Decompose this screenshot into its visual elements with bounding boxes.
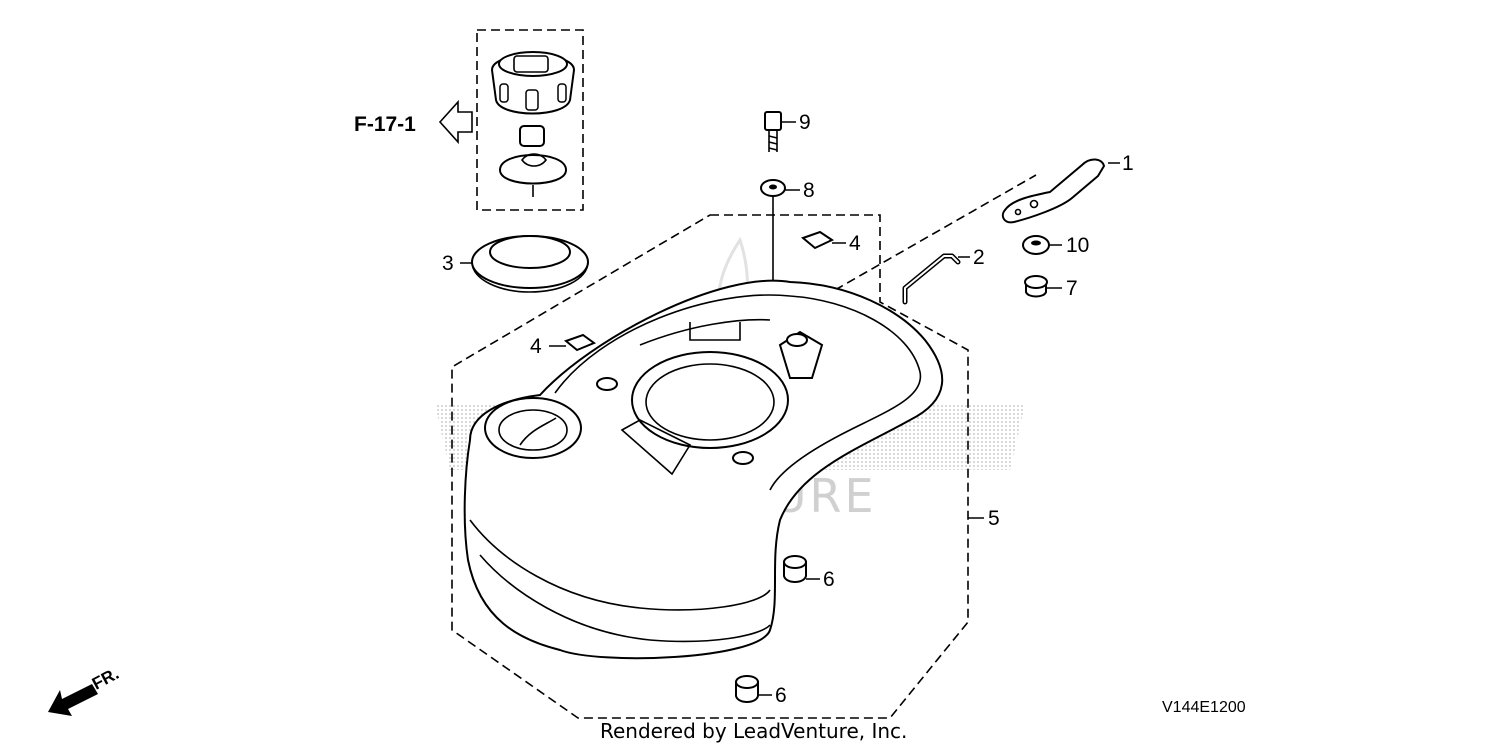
callout-2[interactable]: 2 — [973, 246, 985, 269]
callout-6-upper[interactable]: 6 — [823, 568, 835, 591]
fuel-cap[interactable] — [490, 51, 576, 115]
callout-8[interactable]: 8 — [803, 179, 815, 202]
cap-seal-disc[interactable] — [498, 153, 568, 197]
diagram-id: V144E1200 — [1162, 699, 1246, 716]
callout-6-lower[interactable]: 6 — [775, 684, 787, 707]
nut-upper[interactable] — [783, 555, 807, 583]
grommet[interactable] — [1022, 235, 1050, 255]
front-arrow-icon — [48, 684, 98, 716]
callout-1[interactable]: 1 — [1122, 152, 1134, 175]
callout-10[interactable]: 10 — [1066, 234, 1089, 257]
callout-3[interactable]: 3 — [442, 252, 454, 275]
callout-5[interactable]: 5 — [988, 507, 1000, 530]
front-direction-indicator: FR. — [48, 664, 122, 716]
washer[interactable] — [760, 179, 786, 197]
hollow-left-arrow-icon — [438, 99, 473, 145]
callout-7[interactable]: 7 — [1066, 277, 1078, 300]
reference-arrow[interactable]: F-17-1 — [354, 99, 473, 145]
bolt[interactable] — [764, 111, 782, 152]
callout-4-lower[interactable]: 4 — [530, 335, 542, 358]
flange-nut[interactable] — [1024, 275, 1048, 298]
clip-upper[interactable] — [801, 230, 835, 250]
filler-neck-gasket[interactable] — [471, 235, 589, 293]
callout-9[interactable]: 9 — [799, 111, 811, 134]
reference-code[interactable]: F-17-1 — [354, 113, 416, 136]
cap-filter-element[interactable] — [519, 125, 545, 147]
lever[interactable] — [1001, 158, 1106, 224]
clip-lower[interactable] — [563, 333, 597, 352]
leader-lines — [460, 121, 1120, 696]
callout-4-upper[interactable]: 4 — [849, 232, 861, 255]
fuel-cap-group-box — [476, 29, 584, 211]
nut-lower[interactable] — [735, 675, 759, 703]
credit-text: Rendered by LeadVenture, Inc. — [600, 719, 907, 743]
wire-rod[interactable] — [902, 253, 961, 305]
fuel-tank-cover[interactable] — [463, 279, 944, 660]
cover-group-outline — [451, 214, 969, 719]
